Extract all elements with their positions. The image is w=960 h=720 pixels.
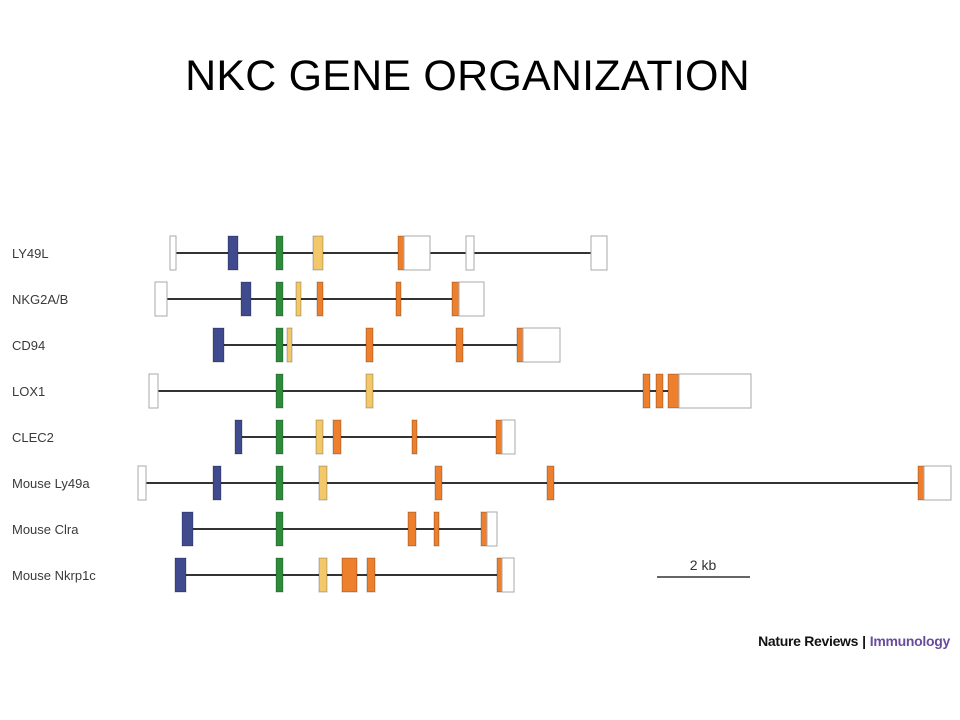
exon-orange <box>365 327 374 363</box>
exon-orange <box>332 419 342 455</box>
exon-orange <box>411 419 418 455</box>
scale-bar-label: 2 kb <box>690 557 717 573</box>
exon-yellow <box>295 281 302 317</box>
exon-orange <box>917 465 925 501</box>
exon-orange <box>397 235 405 271</box>
gene-label: Mouse Clra <box>12 522 79 537</box>
utr-box <box>486 511 498 547</box>
exon-orange <box>433 511 440 547</box>
exon-green <box>275 235 284 271</box>
gene-label: Mouse Ly49a <box>12 476 90 491</box>
exon-orange <box>496 557 503 593</box>
exon-orange <box>434 465 443 501</box>
credit-journal: Immunology <box>869 633 951 649</box>
gene-label: Mouse Nkrp1c <box>12 568 96 583</box>
utr-box <box>169 235 177 271</box>
credit-separator: | <box>862 633 866 649</box>
exon-orange <box>546 465 555 501</box>
gene-label: LY49L <box>12 246 49 261</box>
credit-brand: Nature Reviews <box>758 633 859 649</box>
exon-orange <box>316 281 324 317</box>
exon-green <box>275 373 284 409</box>
utr-box <box>403 235 431 271</box>
exon-orange <box>642 373 651 409</box>
exon-blue <box>212 465 222 501</box>
utr-box <box>465 235 475 271</box>
gene-label: NKG2A/B <box>12 292 68 307</box>
exon-green <box>275 465 284 501</box>
gene-row: LY49L <box>12 235 608 271</box>
gene-label: CD94 <box>12 338 45 353</box>
gene-label: LOX1 <box>12 384 45 399</box>
exon-blue <box>174 557 187 593</box>
exon-yellow <box>318 557 328 593</box>
utr-box <box>522 327 561 363</box>
utr-box <box>137 465 147 501</box>
exon-orange <box>366 557 376 593</box>
exon-orange <box>480 511 488 547</box>
journal-credit: Nature Reviews|Immunology <box>758 633 950 649</box>
exon-blue <box>181 511 194 547</box>
exon-orange <box>407 511 417 547</box>
gene-row: LOX1 <box>12 373 752 409</box>
exon-orange <box>455 327 464 363</box>
scale-bar: 2 kb <box>657 557 750 578</box>
exon-green <box>275 281 284 317</box>
exon-yellow <box>312 235 324 271</box>
utr-box <box>154 281 168 317</box>
exon-orange <box>395 281 402 317</box>
exon-green <box>275 557 284 593</box>
utr-box <box>148 373 159 409</box>
exon-orange <box>655 373 664 409</box>
exon-orange <box>495 419 503 455</box>
page-title: NKC GENE ORGANIZATION <box>185 52 750 100</box>
gene-label: CLEC2 <box>12 430 54 445</box>
utr-box <box>501 557 515 593</box>
exon-green <box>275 419 284 455</box>
gene-row: CLEC2 <box>12 419 516 455</box>
exon-green <box>275 327 284 363</box>
exon-orange <box>667 373 680 409</box>
exon-blue <box>234 419 243 455</box>
utr-box <box>590 235 608 271</box>
gene-row: CD94 <box>12 327 561 363</box>
exon-blue <box>212 327 225 363</box>
exon-orange <box>341 557 358 593</box>
gene-row: Mouse Clra <box>12 511 498 547</box>
utr-box <box>501 419 516 455</box>
exon-blue <box>227 235 239 271</box>
exon-orange <box>516 327 524 363</box>
utr-box <box>678 373 752 409</box>
utr-box <box>923 465 952 501</box>
exon-yellow <box>318 465 328 501</box>
exon-orange <box>451 281 460 317</box>
gene-row: NKG2A/B <box>12 281 485 317</box>
exon-blue <box>240 281 252 317</box>
gene-row: Mouse Ly49a <box>12 465 952 501</box>
exon-green <box>275 511 284 547</box>
exon-yellow <box>365 373 374 409</box>
utr-box <box>458 281 485 317</box>
exon-yellow <box>286 327 293 363</box>
exon-yellow <box>315 419 324 455</box>
gene-row: Mouse Nkrp1c <box>12 557 515 593</box>
